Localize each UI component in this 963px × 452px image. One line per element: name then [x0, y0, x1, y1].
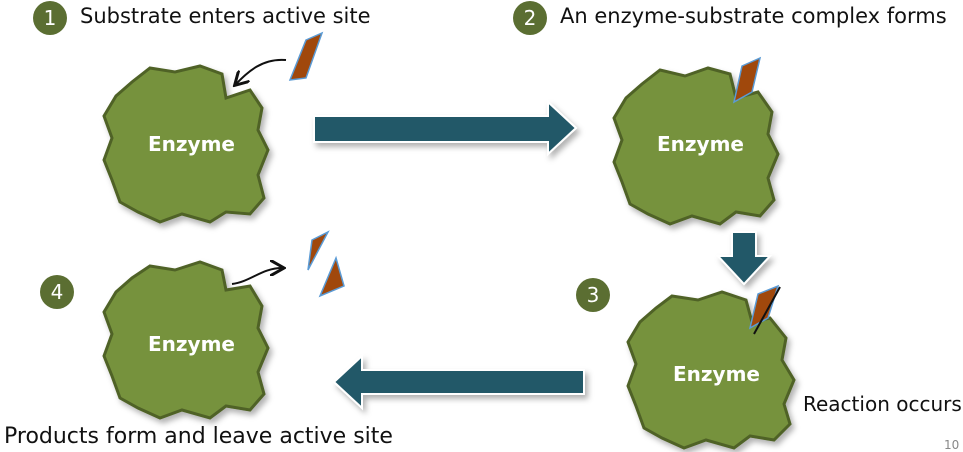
reaction-line	[753, 286, 781, 335]
enzyme-label-3: Enzyme	[673, 362, 760, 386]
step-1-badge: 1	[33, 1, 67, 35]
enzyme-label-4: Enzyme	[148, 332, 235, 356]
step-2-text: An enzyme-substrate complex forms	[560, 4, 947, 28]
substrate-3	[748, 284, 780, 330]
substrate-2	[732, 56, 762, 104]
enzyme-label-2: Enzyme	[657, 132, 744, 156]
arrow-left	[332, 353, 585, 411]
product-1	[307, 230, 330, 271]
step-4-badge: 4	[40, 275, 74, 309]
page-number: 10	[944, 438, 960, 452]
step-1-text: Substrate enters active site	[80, 4, 371, 28]
product-2	[318, 255, 345, 298]
enzyme-label-1: Enzyme	[148, 132, 235, 156]
step-3-badge: 3	[576, 278, 610, 312]
entry-arrow	[236, 58, 287, 84]
step-3-text: Reaction occurs	[803, 392, 962, 416]
exit-arrow	[231, 268, 282, 285]
substrate-1	[288, 31, 324, 81]
step-2-badge: 2	[513, 1, 547, 35]
arrow-down	[715, 231, 773, 286]
arrow-right	[313, 99, 578, 157]
enzyme-shape-1	[102, 64, 270, 224]
enzyme-shape-4	[102, 260, 270, 420]
step-4-text: Products form and leave active site	[4, 424, 393, 449]
